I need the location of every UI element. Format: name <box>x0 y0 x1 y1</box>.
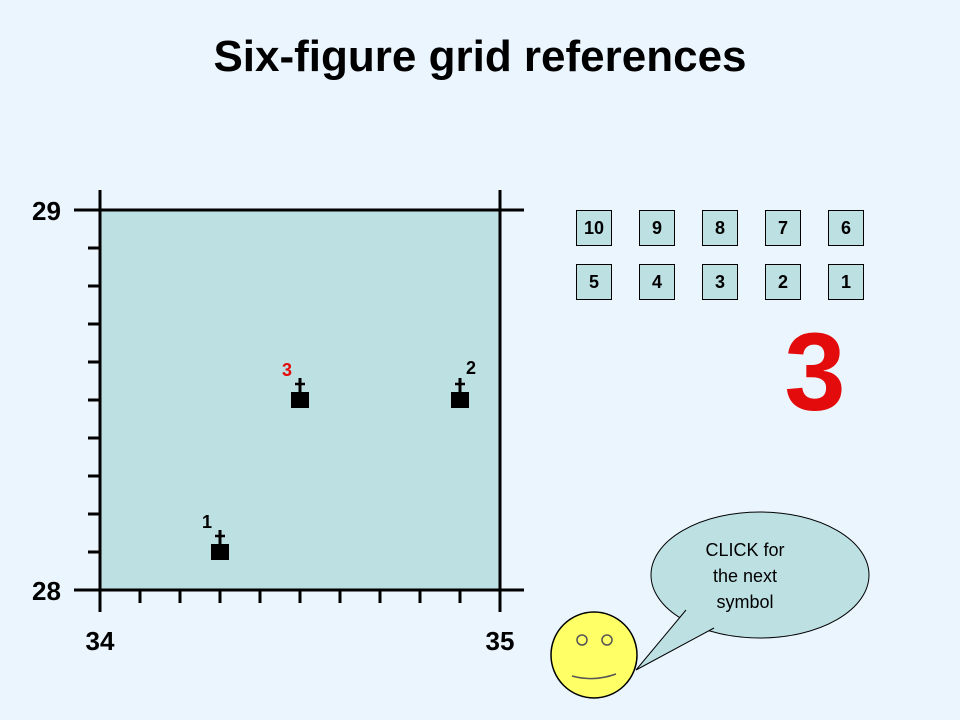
symbol-label-3: 3 <box>282 360 292 380</box>
subdivision-ticks <box>88 246 462 603</box>
map-symbols: 1 2 3 <box>202 358 476 560</box>
speech-bubble-text[interactable]: CLICK for the next symbol <box>680 537 810 615</box>
speech-bubble[interactable] <box>635 511 870 671</box>
number-button-10[interactable]: 10 <box>576 210 612 246</box>
number-button-6[interactable]: 6 <box>828 210 864 246</box>
church-symbol-3: 3 <box>282 360 309 408</box>
current-symbol-number: 3 <box>784 311 846 434</box>
bubble-line-3: symbol <box>716 592 774 612</box>
number-button-5[interactable]: 5 <box>576 264 612 300</box>
number-button-3[interactable]: 3 <box>702 264 738 300</box>
symbol-label-2: 2 <box>466 358 476 378</box>
number-button-1[interactable]: 1 <box>828 264 864 300</box>
northing-label-bottom: 28 <box>32 576 61 606</box>
number-button-2[interactable]: 2 <box>765 264 801 300</box>
church-tower-icon <box>451 392 469 408</box>
symbol-label-1: 1 <box>202 512 212 532</box>
church-tower-icon <box>291 392 309 408</box>
church-tower-icon <box>211 544 229 560</box>
bubble-line-1: CLICK for <box>705 540 785 560</box>
easting-label-right: 35 <box>486 626 515 656</box>
number-button-7[interactable]: 7 <box>765 210 801 246</box>
page-title: Six-figure grid references <box>213 32 747 81</box>
church-symbol-1: 1 <box>202 512 229 560</box>
bubble-line-2: the next <box>712 566 778 586</box>
number-button-4[interactable]: 4 <box>639 264 675 300</box>
number-button-9[interactable]: 9 <box>639 210 675 246</box>
easting-label-left: 34 <box>86 626 115 656</box>
church-symbol-2: 2 <box>451 358 476 408</box>
smiley-face-icon[interactable] <box>550 611 638 699</box>
northing-label-top: 29 <box>32 196 61 226</box>
number-button-8[interactable]: 8 <box>702 210 738 246</box>
